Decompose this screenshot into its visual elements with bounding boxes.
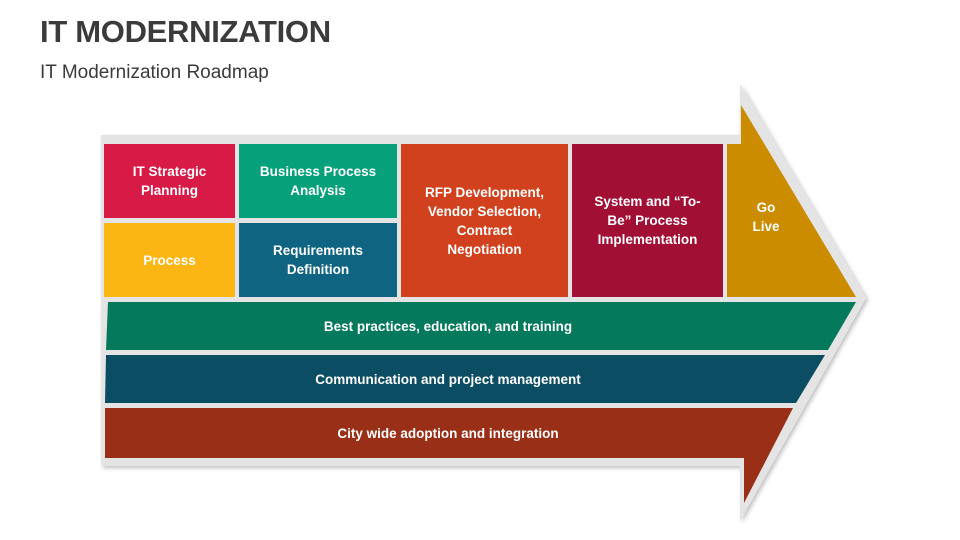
phase-it-strategic-planning [104,144,235,218]
band-city-wide-adoption [105,408,793,503]
phase-label-business-process-analysis: Business Process Analysis [259,164,377,198]
phase-label-system-implementation: System and “To- Be” Process Implementati… [594,194,701,247]
phase-label-rfp-development: RFP Development, Vendor Selection, Contr… [424,184,545,257]
phase-label-go-live: Go Live [752,200,780,234]
page-title: IT MODERNIZATION [40,14,331,49]
phase-process [104,223,235,297]
phase-label-process: Process [143,252,196,268]
phase-requirements-definition [239,223,397,297]
phase-go-live [727,105,856,297]
band-best-practices [106,302,856,350]
phase-business-process-analysis [239,144,397,218]
page-subtitle: IT Modernization Roadmap [40,62,269,83]
phase-label-requirements-definition: Requirements Definition [272,243,364,277]
phase-label-it-strategic-planning: IT Strategic Planning [132,164,207,198]
band-label-city-wide-adoption: City wide adoption and integration [337,425,559,441]
phase-system-implementation [572,144,723,297]
band-label-communication: Communication and project management [315,371,581,387]
phase-rfp-development [401,144,568,297]
band-communication [105,355,825,403]
band-label-best-practices: Best practices, education, and training [323,318,573,334]
